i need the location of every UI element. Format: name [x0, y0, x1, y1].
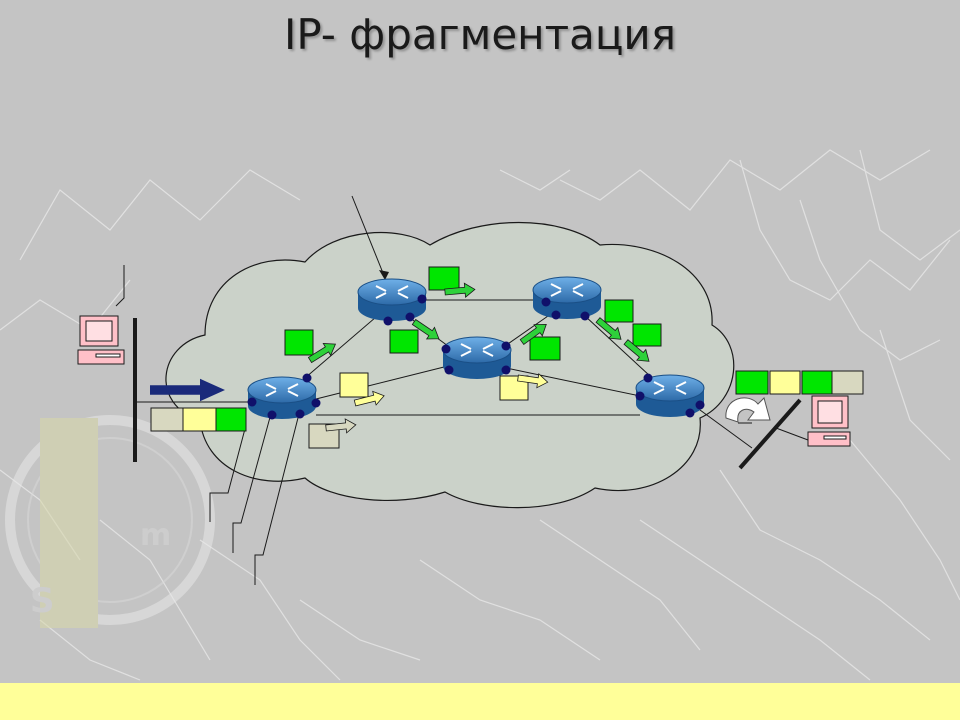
router-icon: [442, 336, 512, 380]
curved-arrow-icon: [725, 397, 771, 423]
bottom-bar: [0, 683, 960, 720]
annotation-leaders: [115, 195, 752, 585]
router-ports: [247, 294, 705, 420]
router-icon: [357, 278, 427, 322]
fragments-other: [308, 372, 529, 449]
original-datagram: [150, 407, 247, 432]
incoming-datagram-arrow: [150, 378, 225, 402]
compass-decoration: S m: [5, 415, 215, 628]
background-map-lines: [0, 149, 960, 681]
reassembled-datagram: [735, 370, 864, 395]
leader-arrowhead: [379, 270, 389, 280]
fragments-green: [284, 266, 662, 361]
slide-title: IP- фрагментация: [283, 10, 676, 59]
svg-text:S: S: [30, 581, 55, 621]
svg-text:m: m: [140, 518, 171, 553]
desktop-computer-icon: [807, 395, 851, 447]
lan-tap-right: [775, 427, 809, 441]
router-icon: [532, 276, 602, 320]
router-icon: [247, 376, 317, 420]
lan-segment-right: [738, 398, 802, 470]
desktop-computer-icon: [77, 315, 125, 365]
